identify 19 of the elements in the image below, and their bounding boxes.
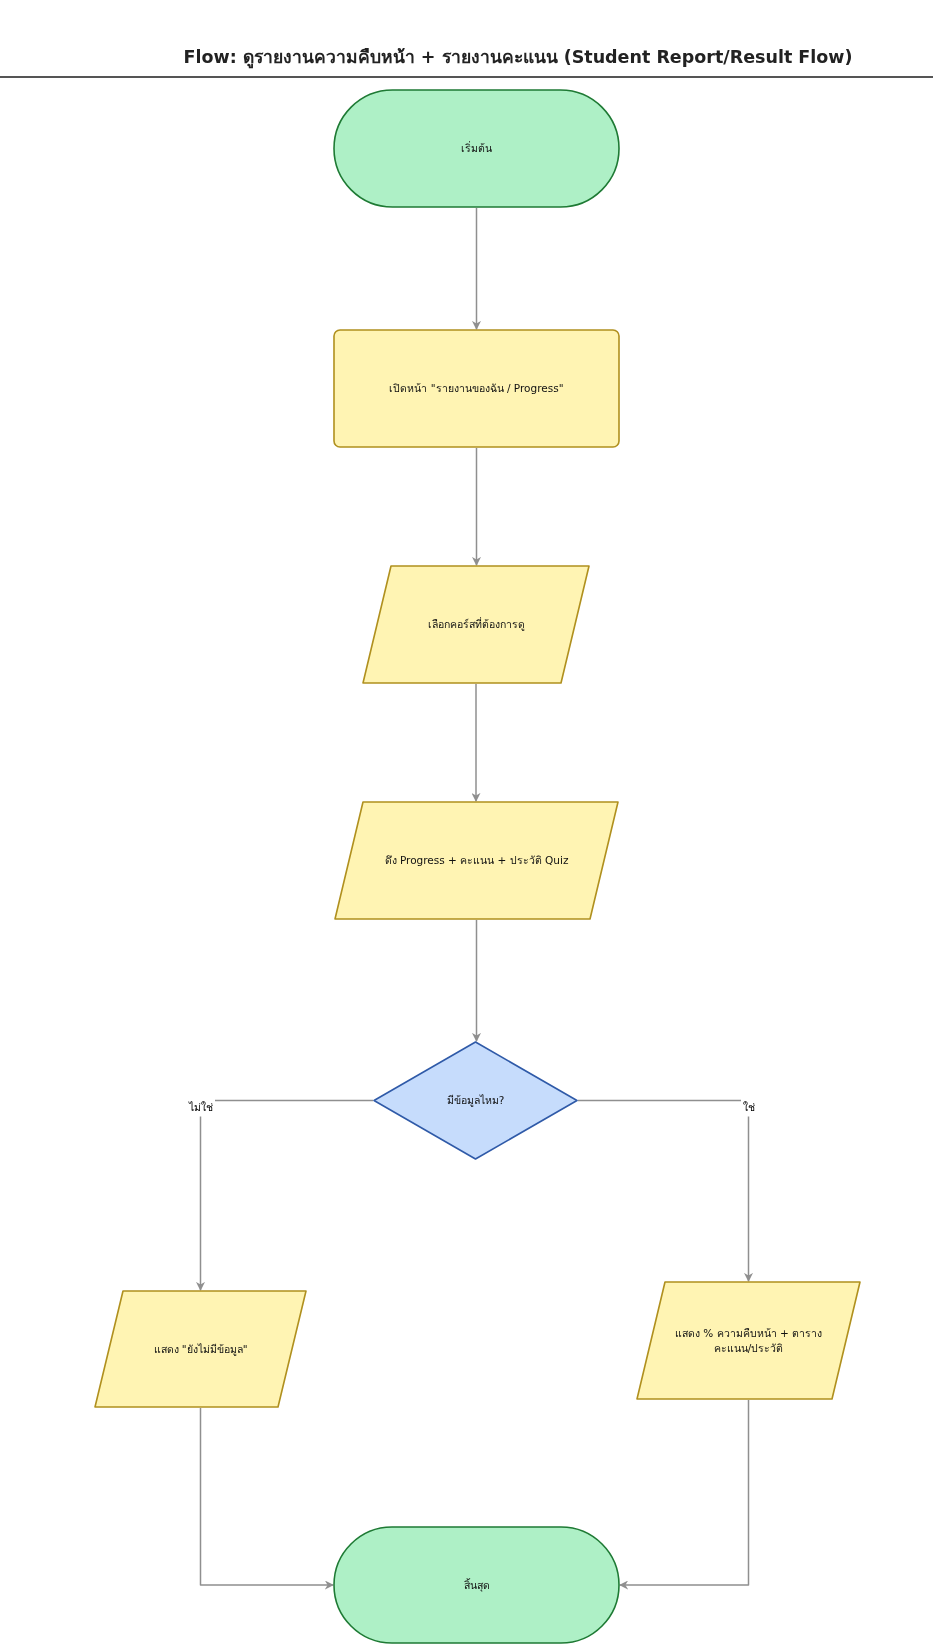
arrow	[471, 683, 481, 802]
input-output-parallelogram: แสดง % ความคืบหน้า + ตารางคะแนน/ประวัติ	[636, 1281, 861, 1400]
arrow	[196, 1099, 374, 1291]
decision-diamond: มีข้อมูลไหม?	[373, 1041, 578, 1160]
arrow	[472, 207, 481, 330]
arrow	[472, 919, 481, 1042]
input-output-parallelogram: ดึง Progress + คะแนน + ประวัติ Quiz	[334, 801, 619, 920]
terminal-shape: เริ่มต้น	[333, 89, 620, 208]
arrow	[619, 1399, 750, 1590]
arrow	[577, 1099, 753, 1282]
arrow	[472, 447, 481, 566]
terminal-shape: สิ้นสุด	[333, 1526, 620, 1644]
edge-label: ใช่	[740, 1097, 757, 1116]
input-output-parallelogram: เลือกคอร์สที่ต้องการดู	[362, 565, 590, 684]
arrow	[199, 1407, 334, 1590]
input-output-parallelogram: แสดง "ยังไม่มีข้อมูล"	[94, 1290, 307, 1408]
process-box: เปิดหน้า "รายงานของฉัน / Progress"	[333, 329, 620, 448]
edge-label: ไม่ใช่	[186, 1097, 215, 1116]
title: Flow: ดูรายงานความคืบหน้า + รายงานคะแนน (Student Report/Result Flow)	[182, 46, 854, 71]
